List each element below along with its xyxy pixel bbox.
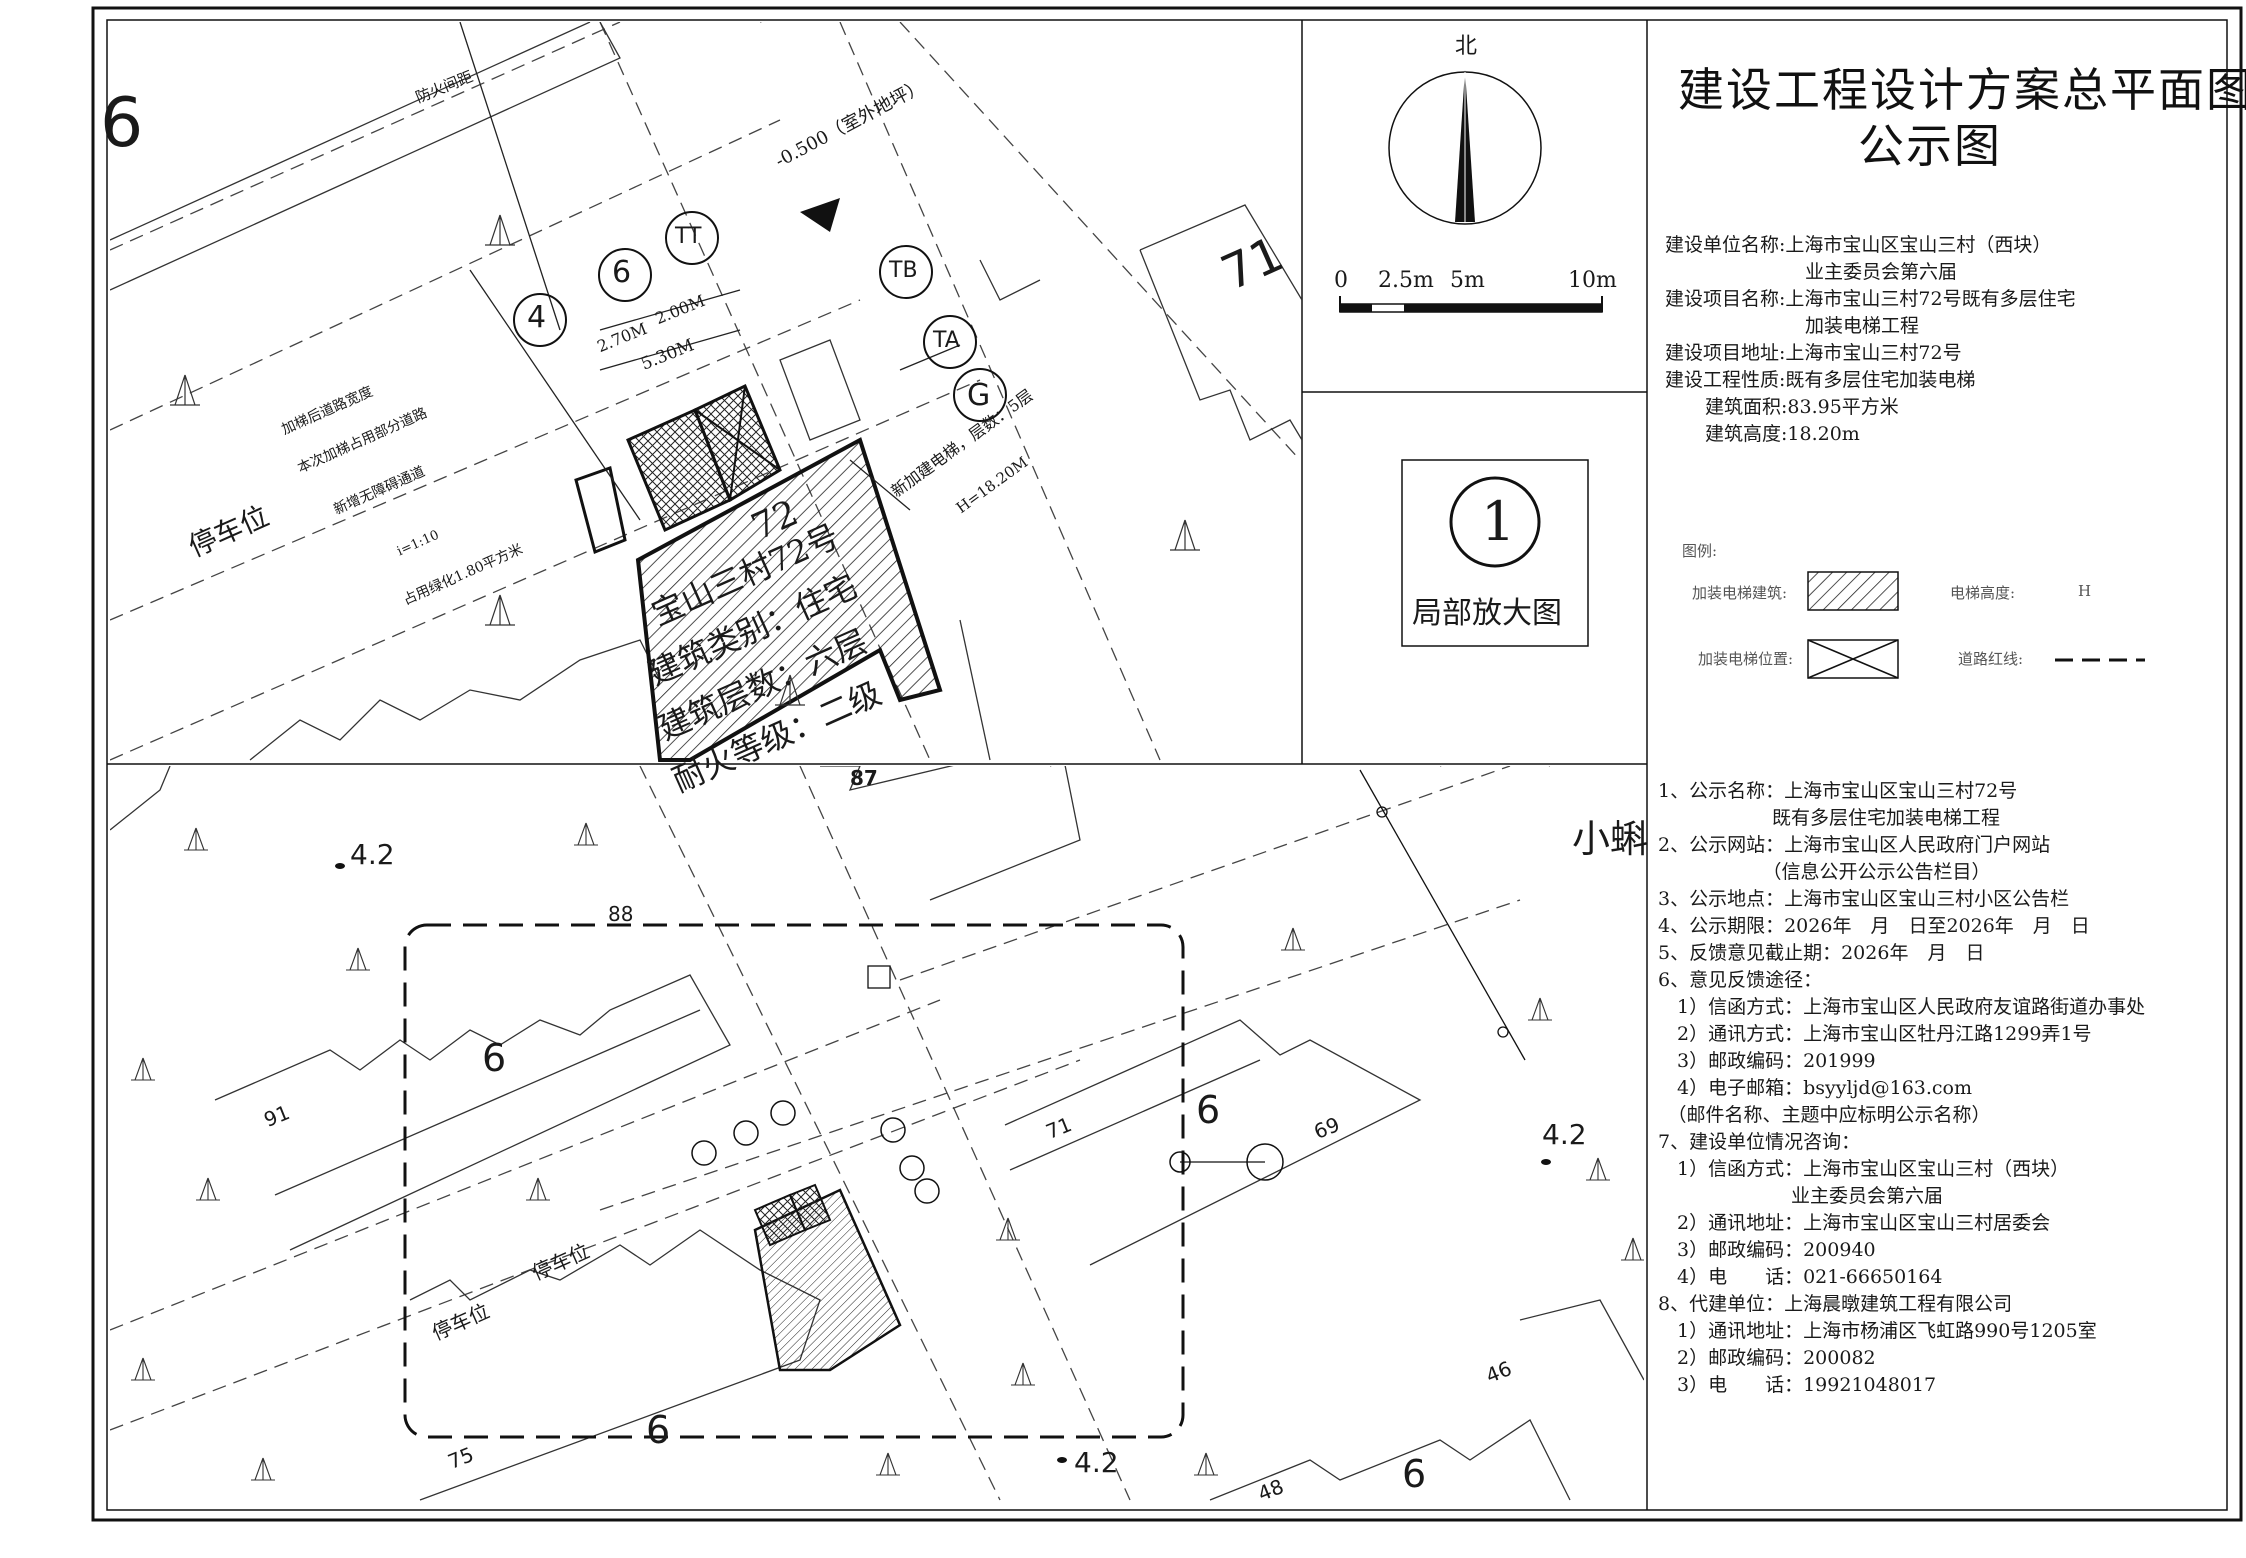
site-building-6c: 6 — [646, 1408, 671, 1452]
notice-line: 业主委员会第六届 — [1658, 1185, 1944, 1207]
notice-line: 3）电 话：19921048017 — [1658, 1374, 1937, 1396]
notice-line: 3）邮政编码：200940 — [1658, 1239, 1876, 1261]
notice-list: 1、公示名称：上海市宝山区宝山三村72号 既有多层住宅加装电梯工程 2、公示网站… — [1658, 778, 2145, 1399]
outer-border — [91, 6, 2243, 1522]
detail-boundary — [403, 923, 1185, 1439]
info-label: 建筑面积: — [1705, 396, 1788, 418]
detail-corner-number: 6 — [100, 84, 144, 163]
legend-hatch-label: 加装电梯建筑: — [1692, 584, 1788, 602]
info-label: 建设项目名称: — [1665, 288, 1786, 310]
notice-line: 5、反馈意见截止期：2026年 月 日 — [1658, 942, 1985, 964]
notice-line: 4）电子邮箱：bsyyljd@163.com — [1658, 1077, 1973, 1099]
info-label: 建设工程性质: — [1665, 369, 1786, 391]
detail-axis-tt: TT — [675, 224, 702, 249]
notice-line: 2）邮政编码：200082 — [1658, 1347, 1876, 1369]
notice-line: 3）邮政编码：201999 — [1658, 1050, 1876, 1072]
info-value: 18.20m — [1787, 423, 1860, 445]
notice-line: 2）通讯地址：上海市宝山区宝山三村居委会 — [1658, 1212, 2051, 1234]
legend-height-symbol: H — [2078, 582, 2092, 600]
info-value-cont: 加装电梯工程 — [1805, 315, 1920, 337]
detail-axis-6: 6 — [612, 255, 632, 290]
site-building-88: 88 — [608, 902, 634, 926]
site-building-6b: 6 — [1196, 1088, 1221, 1132]
notice-line: 4）电 话：021-66650164 — [1658, 1266, 1943, 1288]
site-elev-2: 4.2 — [1542, 1118, 1587, 1151]
inner-border — [106, 19, 2228, 1511]
legend-road-label: 道路红线: — [1958, 650, 2024, 668]
north-label: 北 — [1455, 34, 1478, 59]
drawing-subtitle: 公示图 — [1858, 119, 2002, 173]
detail-marker — [1401, 459, 1589, 647]
notice-line: （邮件名称、主题中应标明公示名称） — [1658, 1104, 1991, 1126]
drawing-title: 建设工程设计方案总平面图 — [1678, 63, 2246, 117]
north-arrow-icon — [1388, 70, 1542, 225]
detail-bottom-label: 87 — [850, 766, 878, 790]
info-label: 建设单位名称: — [1665, 234, 1786, 256]
detail-axis-tb: TB — [889, 258, 918, 283]
scale-label-5m: 5m — [1450, 268, 1485, 293]
info-label: 建设项目地址: — [1665, 342, 1786, 364]
site-building-6d: 6 — [1402, 1452, 1427, 1496]
detail-axis-g: G — [967, 378, 991, 413]
notice-line: 1）信函方式：上海市宝山区人民政府友谊路街道办事处 — [1658, 996, 2146, 1018]
notice-line: 2、公示网站：上海市宝山区人民政府门户网站 — [1658, 834, 2051, 856]
info-value: 上海市宝山三村72号 — [1785, 342, 1962, 364]
notice-line: 1）信函方式：上海市宝山区宝山三村（西块） — [1658, 1158, 2070, 1180]
notice-line: 2）通讯方式：上海市宝山区牡丹江路1299弄1号 — [1658, 1023, 2092, 1045]
detail-marker-number: 1 — [1481, 490, 1516, 553]
detail-plan — [110, 22, 1302, 762]
info-value-cont: 业主委员会第六届 — [1805, 261, 1958, 283]
notice-line: 1）通讯地址：上海市杨浦区飞虹路990号1205室 — [1658, 1320, 2097, 1342]
legend-cross-label: 加装电梯位置: — [1698, 650, 1794, 668]
info-value: 83.95平方米 — [1787, 396, 1899, 418]
scale-label-2-5m: 2.5m — [1378, 268, 1434, 293]
legend-swatches — [1807, 571, 2145, 679]
notice-line: （信息公开公示公告栏目） — [1658, 861, 1991, 883]
scale-label-10m: 10m — [1568, 268, 1617, 293]
notice-line: 8、代建单位：上海晨暾建筑工程有限公司 — [1658, 1293, 2013, 1315]
info-value: 既有多层住宅加装电梯 — [1785, 369, 1976, 391]
legend-height-label: 电梯高度: — [1950, 584, 2016, 602]
site-elev-1: 4.2 — [350, 838, 395, 871]
site-building-6a: 6 — [482, 1036, 507, 1080]
info-value: 上海市宝山三村72号既有多层住宅 — [1785, 288, 2076, 310]
project-info: 建设单位名称:上海市宝山区宝山三村（西块） 业主委员会第六届 建设项目名称:上海… — [1665, 232, 2076, 448]
scale-label-0: 0 — [1334, 268, 1348, 293]
notice-line: 1、公示名称：上海市宝山区宝山三村72号 — [1658, 780, 2018, 802]
notice-line: 4、公示期限：2026年 月 日至2026年 月 日 — [1658, 915, 2090, 937]
detail-marker-label: 局部放大图 — [1412, 596, 1562, 631]
detail-axis-ta: TA — [933, 328, 960, 353]
legend-heading: 图例: — [1682, 542, 1718, 560]
site-elev-3: 4.2 — [1074, 1446, 1119, 1479]
notice-line: 既有多层住宅加装电梯工程 — [1658, 807, 2001, 829]
info-label: 建筑高度: — [1705, 423, 1788, 445]
site-river-label: 小蝌 — [1572, 817, 1649, 861]
notice-line: 6、意见反馈途径： — [1658, 969, 1823, 991]
info-value: 上海市宝山区宝山三村（西块） — [1785, 234, 2052, 256]
detail-axis-4: 4 — [527, 300, 547, 335]
notice-line: 7、建设单位情况咨询： — [1658, 1131, 1861, 1153]
scale-bar — [1339, 296, 1603, 313]
site-plan — [110, 766, 1644, 1501]
notice-line: 3、公示地点：上海市宝山区宝山三村小区公告栏 — [1658, 888, 2070, 910]
